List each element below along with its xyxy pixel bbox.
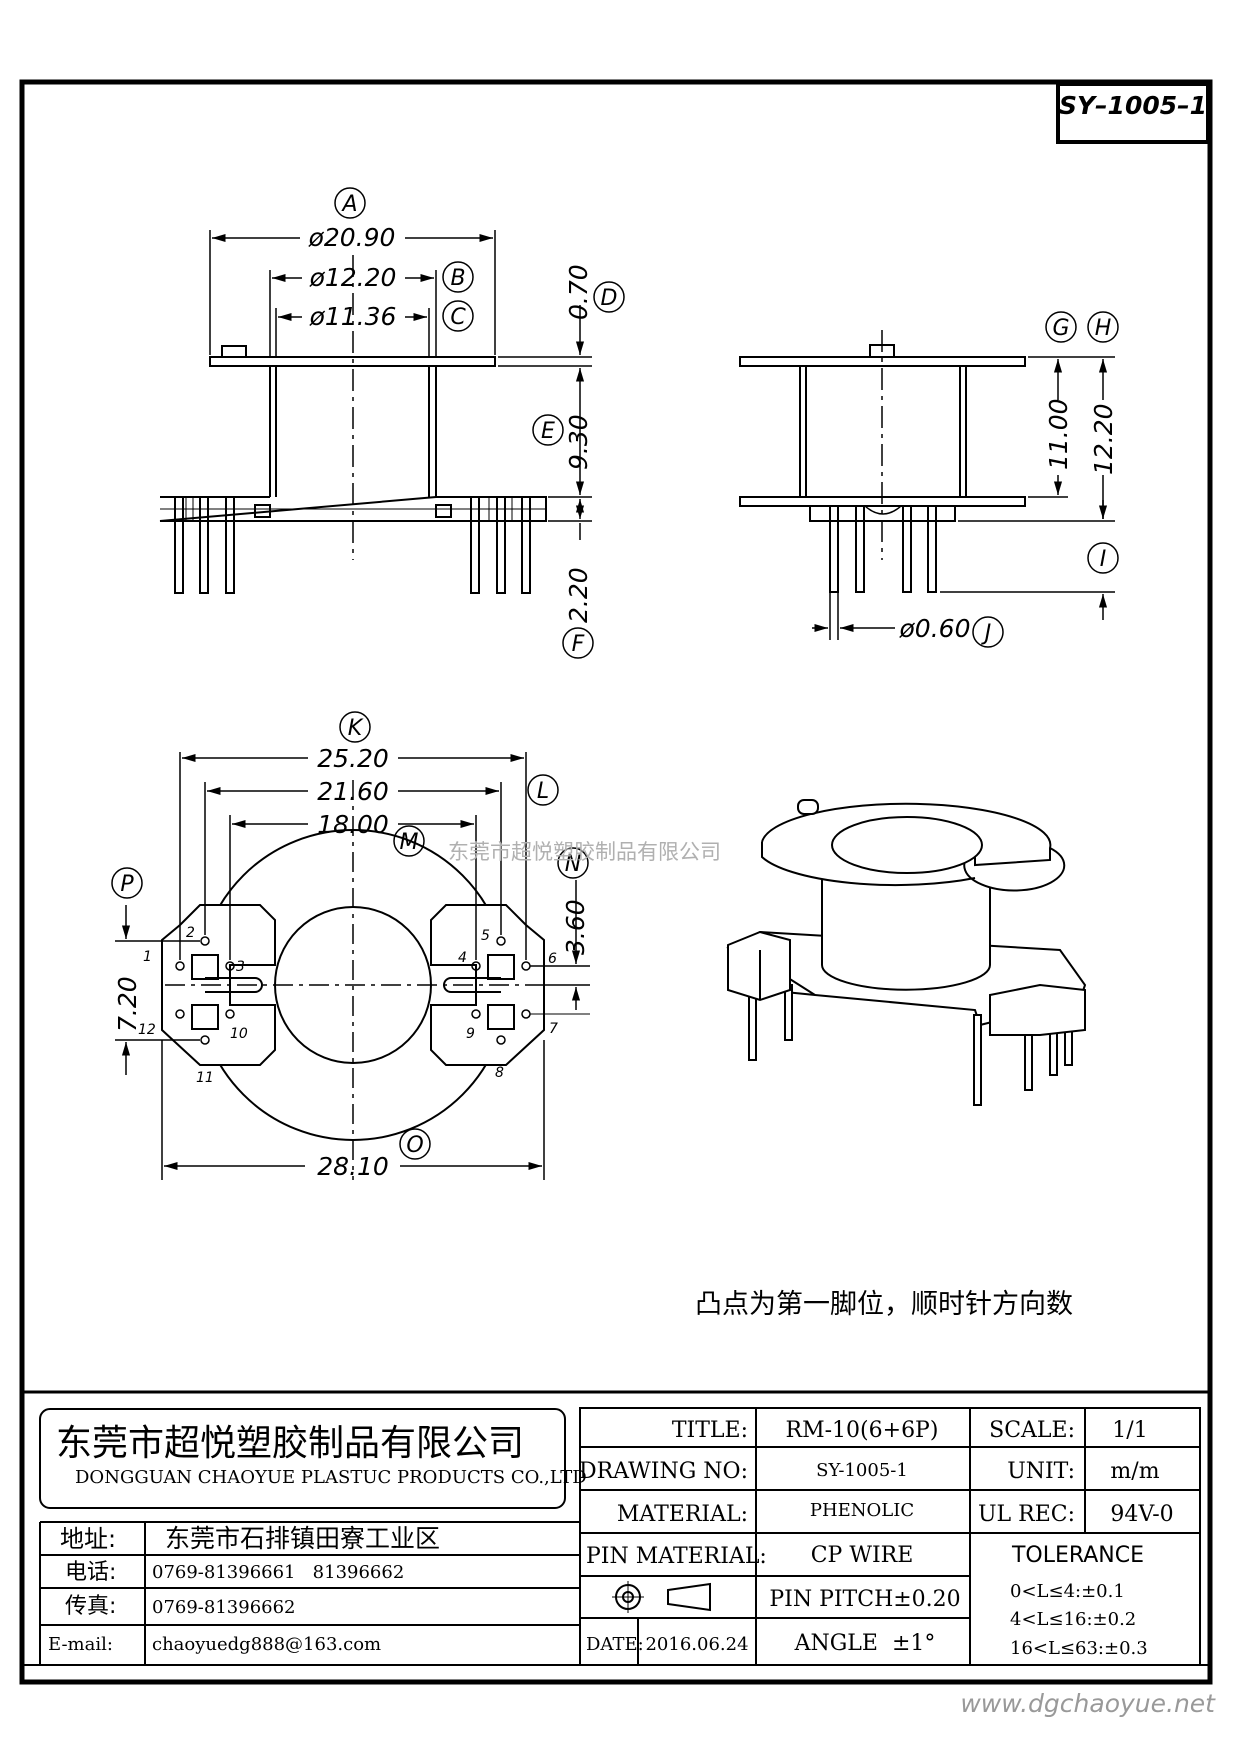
pin-number: 8 <box>495 1065 504 1081</box>
tolerance-label: TOLERANCE <box>1011 1543 1144 1568</box>
dim-H-value: 12.20 <box>1089 403 1118 475</box>
phone-value: 0769-81396661 81396662 <box>152 1562 404 1583</box>
pin-pitch-text: PIN PITCH±0.20 <box>769 1587 960 1612</box>
dim-K-value: 25.20 <box>317 744 389 773</box>
material-label: MATERIAL: <box>617 1502 748 1527</box>
side-view-dim-lines <box>812 356 1115 640</box>
pin-number: 9 <box>466 1026 475 1042</box>
pin-number: 6 <box>548 951 557 967</box>
pin-number: 1 <box>143 949 152 965</box>
scale-value: 1/1 <box>1112 1418 1147 1443</box>
date-label: DATE: <box>586 1634 644 1655</box>
tolerance-line: 16<L≤63:±0.3 <box>1010 1638 1148 1659</box>
dim-F-value: 2.20 <box>564 567 593 623</box>
ul-rec-value: 94V-0 <box>1110 1502 1173 1527</box>
dim-G-value: 11.00 <box>1044 398 1073 470</box>
pin-number: 4 <box>458 950 467 966</box>
bottom-view-dim-lines <box>115 752 590 1180</box>
address-value: 东莞市石排镇田寮工业区 <box>165 1524 440 1553</box>
note-text: 凸点为第一脚位，顺时针方向数 <box>695 1289 1073 1320</box>
company-name-cn: 东莞市超悦塑胶制品有限公司 <box>56 1423 524 1464</box>
dim-D-label: D <box>601 286 618 311</box>
address-label: 地址: <box>60 1525 116 1553</box>
dim-J-label: J <box>981 621 992 646</box>
projection-symbol <box>612 1581 711 1613</box>
bottom-view <box>161 780 545 1180</box>
fax-value: 0769-81396662 <box>152 1597 296 1618</box>
dim-N-label: N <box>565 852 581 877</box>
tolerance-line: 4<L≤16:±0.2 <box>1010 1609 1136 1630</box>
dim-E-label: E <box>541 419 555 444</box>
drawing-number-box <box>1056 82 1210 144</box>
dim-P-label: P <box>120 872 134 897</box>
pin-material-label: PIN MATERIAL: <box>586 1544 767 1569</box>
title-label: TITLE: <box>672 1418 748 1443</box>
unit-value: m/m <box>1110 1459 1159 1484</box>
isometric-view <box>726 799 1087 1106</box>
dim-B-label: B <box>450 266 465 291</box>
dim-I-label: I <box>1100 547 1107 572</box>
pin-number: 3 <box>236 959 245 975</box>
fax-label: 传真: <box>65 1594 116 1619</box>
dim-J-value: ø0.60 <box>899 614 971 643</box>
pin-number: 11 <box>196 1070 214 1086</box>
dim-B-value: ø12.20 <box>309 263 397 292</box>
dim-N-value: 3.60 <box>561 899 590 955</box>
dim-D-value: 0.70 <box>564 264 593 320</box>
bottom-view-dim-circles <box>111 711 589 1160</box>
front-view <box>159 255 547 594</box>
dim-C-value: ø11.36 <box>309 302 397 331</box>
front-view-dim-lines <box>209 230 592 540</box>
drawing-number-text: SY–1005–1 <box>1059 91 1207 120</box>
scale-label: SCALE: <box>989 1418 1075 1443</box>
dim-A-label: A <box>340 192 357 217</box>
dim-M-value: 18.00 <box>317 810 389 839</box>
date-value: 2016.06.24 <box>645 1634 748 1655</box>
dim-O-label: O <box>406 1133 423 1158</box>
dim-L-value: 21.60 <box>317 777 389 806</box>
dim-P-value: 7.20 <box>113 976 142 1032</box>
title-block-lines <box>22 1390 1210 1666</box>
pin-number: 5 <box>481 928 490 944</box>
pin-material-value: CP WIRE <box>811 1543 914 1568</box>
pin-number: 7 <box>549 1021 558 1037</box>
dim-K-label: K <box>348 716 364 741</box>
dim-L-label: L <box>537 779 549 804</box>
phone-label: 电话: <box>65 1560 116 1585</box>
unit-label: UNIT: <box>1007 1459 1075 1484</box>
bottom-view-pin-numbers: 1 2 3 4 5 6 7 8 9 10 11 12 <box>138 925 558 1086</box>
email-value: chaoyuedg888@163.com <box>152 1634 381 1655</box>
email-label: E-mail: <box>48 1634 113 1655</box>
website-text: www.dgchaoyue.net <box>960 1689 1216 1718</box>
dim-F-label: F <box>572 632 585 657</box>
watermark: 东莞市超悦塑胶制品有限公司 <box>448 840 721 864</box>
dim-C-label: C <box>450 305 466 330</box>
dim-M-label: M <box>400 830 419 855</box>
bottom-view-pin-holes <box>175 936 531 1045</box>
front-view-dim-circles <box>334 187 625 659</box>
pin-number: 10 <box>230 1026 248 1042</box>
dim-G-label: G <box>1052 316 1069 341</box>
pin-number: 12 <box>138 1022 156 1038</box>
side-view-dim-circles <box>972 311 1119 648</box>
drawing-no-value: SY-1005-1 <box>816 1460 908 1481</box>
company-name-en: DONGGUAN CHAOYUE PLASTUC PRODUCTS CO.,LT… <box>75 1467 587 1488</box>
title-value: RM-10(6+6P) <box>786 1418 939 1443</box>
dim-H-label: H <box>1095 316 1112 341</box>
side-view <box>739 330 1026 593</box>
material-value: PHENOLIC <box>810 1500 914 1521</box>
dim-O-value: 28.10 <box>317 1152 389 1181</box>
dim-E-value: 9.30 <box>564 414 593 470</box>
ul-rec-label: UL REC: <box>978 1502 1075 1527</box>
pin-number: 2 <box>186 925 195 941</box>
drawing-frame <box>19 79 1213 1685</box>
angle-text: ANGLE ±1° <box>794 1631 936 1656</box>
drawing-no-label: DRAWING NO: <box>579 1459 748 1484</box>
tolerance-line: 0<L≤4:±0.1 <box>1010 1581 1125 1602</box>
dim-A-value: ø20.90 <box>308 223 396 252</box>
